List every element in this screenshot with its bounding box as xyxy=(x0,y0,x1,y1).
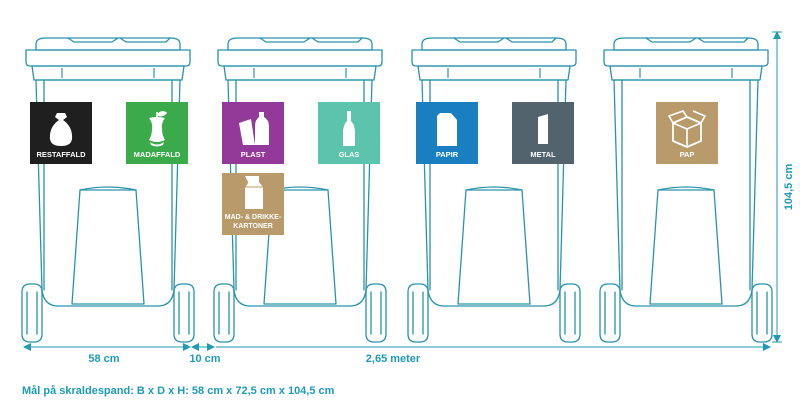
bin-lid-rim xyxy=(217,49,383,67)
bin-rim-step xyxy=(609,65,763,81)
waste-bin-4: PAP xyxy=(599,37,773,343)
bin-front-panel xyxy=(263,189,337,305)
label-text: PAPIR xyxy=(436,150,459,159)
label-glas: GLAS xyxy=(318,102,380,164)
width-measure: 58 cm xyxy=(88,353,119,365)
bin-wheel-left-inner xyxy=(604,291,616,335)
bin-wheel-right xyxy=(365,283,387,343)
waste-bin-2: PLAST GLAS MAD- & DRIKKE- KARTONER xyxy=(213,37,387,343)
label-text-line2: KARTONER xyxy=(233,223,273,230)
bin-wheel-left-inner xyxy=(26,291,38,335)
glass-bottle-icon xyxy=(343,111,355,146)
label-metal: METAL xyxy=(512,102,574,164)
bin-lid-rim xyxy=(603,49,769,67)
bin-wheel-left-inner xyxy=(218,291,230,335)
bin-lid-top xyxy=(421,37,567,51)
bin-lid-top xyxy=(35,37,181,51)
tin-can-icon xyxy=(538,114,548,144)
label-madaffald: MADAFFALD xyxy=(126,102,188,164)
label-text: MADAFFALD xyxy=(134,150,181,159)
bin-lid-handle-right xyxy=(119,37,171,43)
bin-front-panel xyxy=(457,189,531,305)
bin-wheel-right-inner xyxy=(564,291,576,335)
bin-front-panel xyxy=(649,189,723,305)
bin-front-panel-top xyxy=(465,186,523,191)
waste-bin-3: PAPIR METAL xyxy=(407,37,581,343)
paper-sheet-icon xyxy=(437,113,457,146)
waste-bin-1: RESTAFFALD MADAFFALD xyxy=(21,37,195,343)
trash-bag-icon xyxy=(49,113,73,146)
height-measure: 104,5 cm xyxy=(783,164,795,211)
apple-core-icon xyxy=(149,111,168,147)
bin-wheel-right-inner xyxy=(370,291,382,335)
bin-body xyxy=(613,79,759,307)
bin-lid-handle-left xyxy=(259,37,311,43)
label-text: PLAST xyxy=(241,150,266,159)
bin-rim-step xyxy=(31,65,185,81)
gap-measure: 10 cm xyxy=(189,353,220,365)
label-restaffald: RESTAFFALD xyxy=(30,102,92,164)
label-plast: PLAST xyxy=(222,102,284,164)
bin-body-inner xyxy=(621,79,751,291)
label-text: GLAS xyxy=(339,150,360,159)
bin-wheel-right xyxy=(559,283,581,343)
bin-body xyxy=(35,79,181,307)
bin-lid-rim xyxy=(25,49,191,67)
bin-wheel-left xyxy=(213,283,235,343)
dimensions-caption: Mål på skraldespand: B x D x H: 58 cm x … xyxy=(22,385,335,397)
bin-lid-handle-left xyxy=(453,37,505,43)
bin-lid-top xyxy=(613,37,759,51)
bin-wheel-right xyxy=(751,283,773,343)
bin-wheel-right-inner xyxy=(178,291,190,335)
bin-wheel-left xyxy=(407,283,429,343)
label-papir: PAPIR xyxy=(416,102,478,164)
bin-lid-handle-right xyxy=(311,37,363,43)
bin-wheel-left xyxy=(599,283,621,343)
cardboard-box-icon xyxy=(668,110,706,148)
bin-lid-handle-right xyxy=(697,37,749,43)
measurement-lines xyxy=(23,31,782,351)
bin-lid-handle-left xyxy=(645,37,697,43)
bin-lid-handle-left xyxy=(67,37,119,43)
bin-wheel-left xyxy=(21,283,43,343)
bin-body xyxy=(421,79,567,307)
bin-rim-step xyxy=(417,65,571,81)
total-measure: 2,65 meter xyxy=(366,353,421,365)
bin-wheel-right-inner xyxy=(756,291,768,335)
label-mad-drikke: MAD- & DRIKKE- KARTONER xyxy=(222,173,284,235)
label-text: PAP xyxy=(680,150,695,159)
plastic-bottles-icon xyxy=(239,112,269,145)
milk-carton-icon xyxy=(244,176,263,209)
bin-lid-top xyxy=(227,37,373,51)
bin-front-panel xyxy=(71,189,145,305)
bin-rim-step xyxy=(223,65,377,81)
bin-front-panel-top xyxy=(657,186,715,191)
label-pap: PAP xyxy=(656,102,718,164)
bin-body xyxy=(227,79,373,307)
bin-wheel-right xyxy=(173,283,195,343)
bin-wheel-left-inner xyxy=(412,291,424,335)
label-text: METAL xyxy=(530,150,556,159)
label-text: RESTAFFALD xyxy=(36,150,86,159)
bin-front-panel-top xyxy=(79,186,137,191)
bin-lid-handle-right xyxy=(505,37,557,43)
label-text-line1: MAD- & DRIKKE- xyxy=(225,214,282,221)
bin-lid-rim xyxy=(411,49,577,67)
